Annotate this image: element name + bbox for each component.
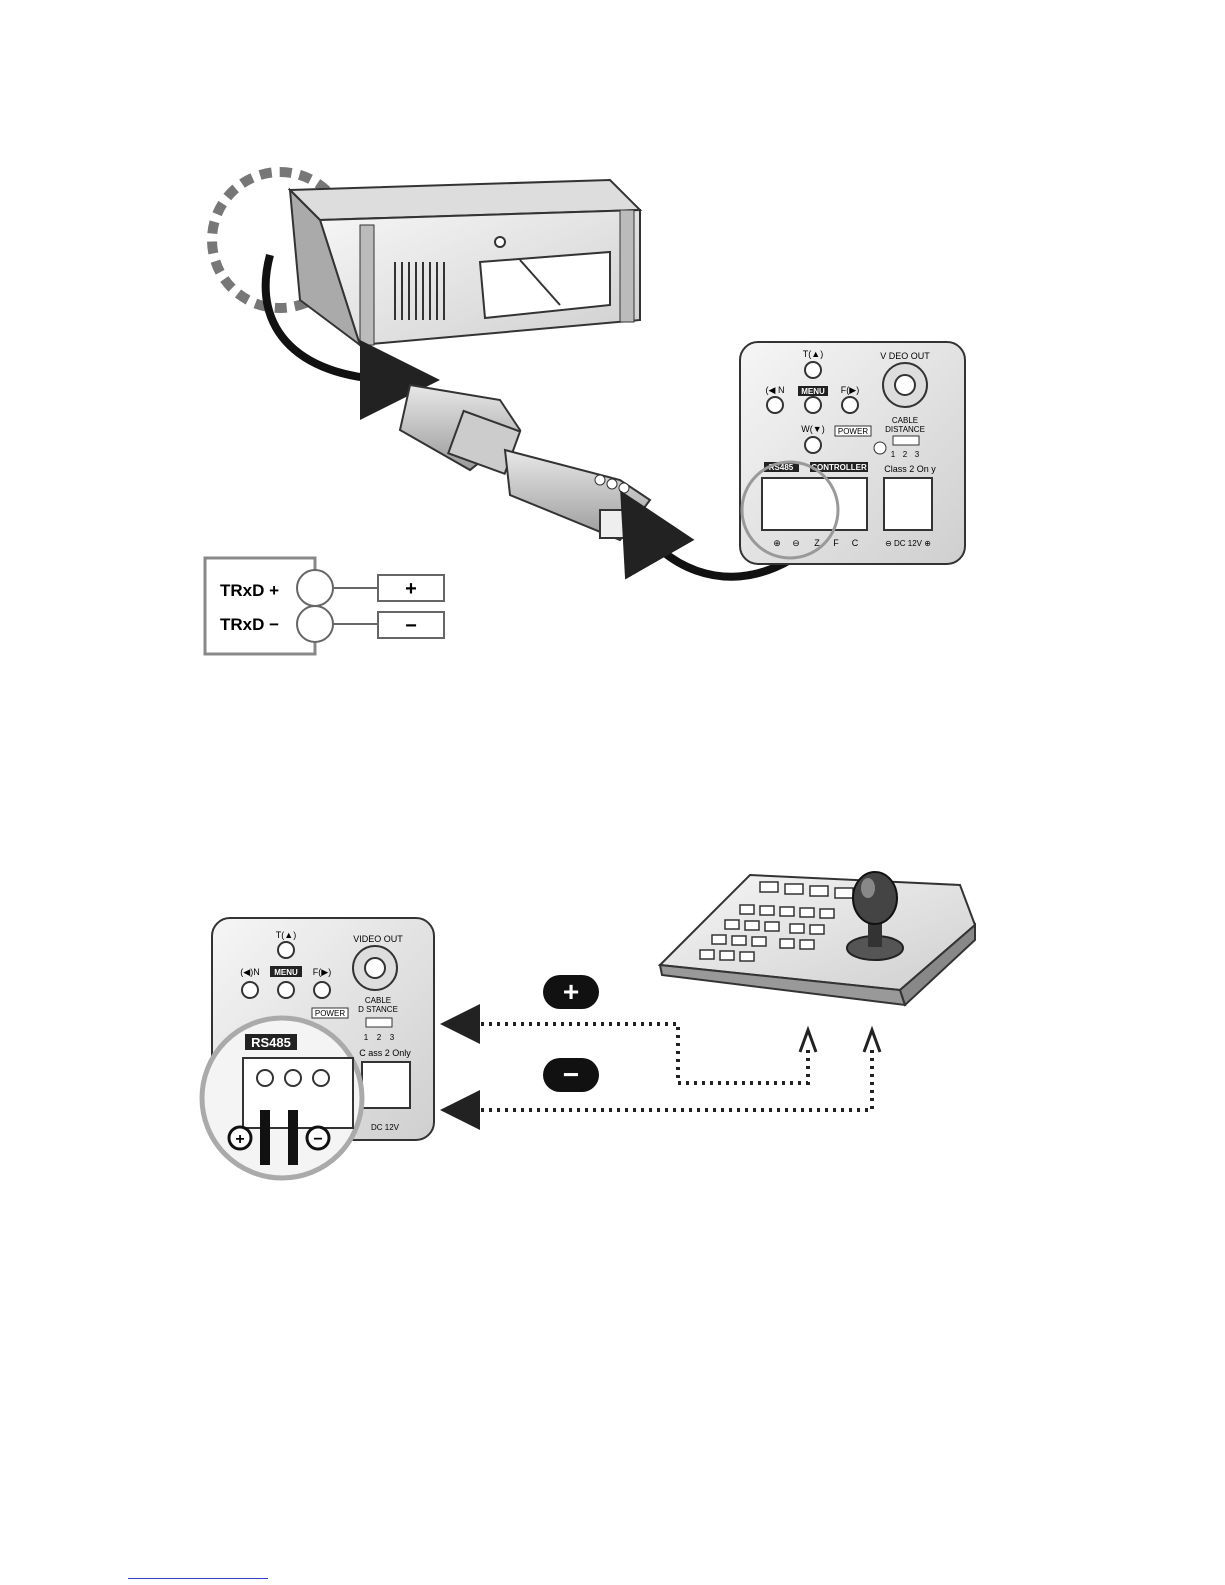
dvr-recorder	[290, 180, 640, 345]
bottom-diagram: T(▲) (◀)N MENU F(▶) POWER VIDEO OUT CABL…	[202, 872, 975, 1178]
power-label-bottom: POWER	[315, 1009, 345, 1018]
focus-button	[842, 397, 858, 413]
wire-plus-sign: +	[235, 1131, 244, 1148]
menu-button	[805, 397, 821, 413]
tilt-label: T(▲)	[803, 349, 823, 359]
iris-label: (◀ N	[766, 385, 785, 395]
cable-distance-bottom-2: D STANCE	[358, 1005, 398, 1014]
minus-badge: −	[543, 1058, 599, 1092]
tilt-label-bottom: T(▲)	[276, 930, 296, 940]
minus-badge-label: −	[563, 1059, 579, 1090]
wide-label: W(▼)	[801, 424, 824, 434]
rs485-label-bottom: RS485	[251, 1035, 291, 1050]
trxd-terminal-box: TRxD + TRxD − + −	[205, 558, 444, 654]
switch-pos-1: 1	[891, 450, 896, 459]
focus-label-bottom: F(▶)	[313, 967, 331, 977]
iris-label-bottom: (◀)N	[240, 967, 259, 977]
dc12v-label-bottom: DC 12V	[371, 1123, 400, 1132]
plus-badge-label: +	[563, 976, 579, 1007]
class2-label-bottom: C ass 2 Only	[359, 1048, 411, 1058]
trxd-plus-label: TRxD +	[220, 581, 279, 600]
switch-bottom-1: 1	[364, 1033, 369, 1042]
dc12v-label: ⊖ DC 12V ⊕	[885, 539, 931, 548]
switch-pos-3: 3	[915, 450, 920, 459]
dotted-wire-minus	[460, 1050, 872, 1110]
menu-label-bottom: MENU	[274, 968, 298, 977]
terminal-label-c: C	[852, 538, 859, 548]
terminal-block-controller	[762, 478, 867, 530]
terminal-label-f: F	[833, 538, 839, 548]
terminal-block-power	[884, 478, 932, 530]
switch-pos-2: 2	[903, 450, 908, 459]
rs485-converter	[400, 385, 650, 540]
wide-button	[805, 437, 821, 453]
top-diagram: T(▲) (◀ N MENU F(▶) W(▼) POWER V DEO OUT…	[205, 172, 965, 654]
video-out-label: V DEO OUT	[880, 351, 930, 361]
rs485-magnifier: RS485 + −	[202, 1018, 362, 1178]
video-out-label-bottom: VIDEO OUT	[353, 934, 403, 944]
wire-minus-sign: −	[313, 1131, 322, 1148]
terminal-label-plus: ⊕	[773, 538, 781, 548]
iris-button	[767, 397, 783, 413]
minus-sign: −	[405, 615, 417, 637]
menu-label: MENU	[801, 387, 825, 396]
class2-label: Class 2 On y	[884, 464, 936, 474]
dvr-power-button	[495, 237, 505, 247]
trxd-minus-label: TRxD −	[220, 615, 279, 634]
cable-distance-label-2: DISTANCE	[885, 425, 925, 434]
power-label: POWER	[838, 427, 868, 436]
cable-distance-bottom-1: CABLE	[365, 996, 391, 1005]
terminal-label-minus: ⊖	[792, 538, 800, 548]
cable-distance-label-1: CABLE	[892, 416, 918, 425]
cable-distance-switch	[893, 436, 919, 445]
footer-rule	[128, 1578, 268, 1579]
switch-bottom-2: 2	[377, 1033, 382, 1042]
plus-badge: +	[543, 975, 599, 1009]
tilt-button	[805, 362, 821, 378]
dotted-wire-plus	[460, 1024, 808, 1083]
ptz-keyboard-controller	[660, 872, 975, 1005]
joystick-knob	[853, 872, 897, 924]
focus-label: F(▶)	[841, 385, 859, 395]
camera-rear-panel-top: T(▲) (◀ N MENU F(▶) W(▼) POWER V DEO OUT…	[740, 342, 965, 564]
plus-sign: +	[405, 578, 417, 600]
switch-bottom-3: 3	[390, 1033, 395, 1042]
